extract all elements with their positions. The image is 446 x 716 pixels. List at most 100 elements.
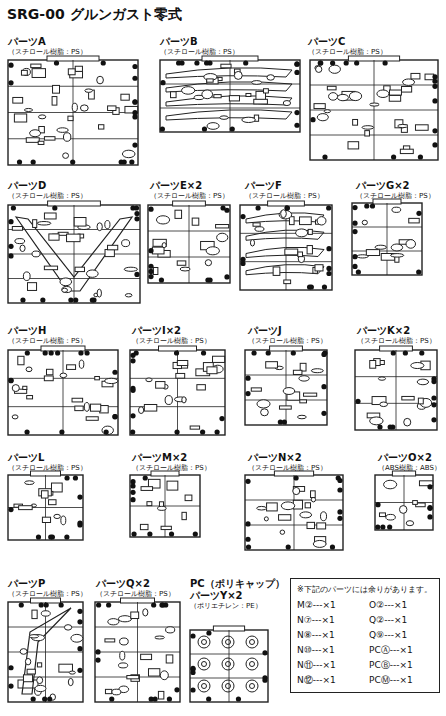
part-name: パーツP	[8, 578, 87, 590]
runner-frame	[375, 471, 433, 530]
note-box: ※下記のパーツには余りがあります。M②---×1N⑦---×1N⑧---×1N⑩…	[290, 578, 440, 693]
callout-dot	[59, 429, 64, 434]
callout-dot	[160, 602, 165, 607]
part-name: パーツG×2	[356, 180, 435, 192]
callout-dot	[106, 602, 111, 607]
callout-dot	[427, 506, 432, 511]
part-name: パーツM×2	[132, 452, 211, 464]
callout-dot	[337, 478, 342, 483]
callout-dot	[432, 142, 437, 147]
callout-dot	[355, 399, 360, 404]
callout-dot	[310, 117, 315, 122]
part-name: パーツF	[245, 180, 324, 192]
material-label: （ポリエチレン：PE）	[190, 602, 285, 611]
callout-dot	[31, 159, 36, 164]
runner-panel: パーツE×2（スチロール樹脂：PS）	[150, 180, 229, 201]
callout-dot	[352, 221, 357, 226]
callout-dot	[322, 154, 327, 159]
callout-dot	[8, 683, 13, 688]
callout-dot	[352, 229, 357, 234]
callout-dot	[59, 602, 64, 607]
callout-dot	[432, 128, 437, 133]
callout-dot	[224, 274, 229, 279]
callout-dot	[17, 159, 22, 164]
callout-dot	[326, 271, 331, 276]
runner-panel: パーツL（スチロール樹脂：PS）	[8, 452, 87, 473]
callout-dot	[130, 413, 135, 418]
part-name: パーツL	[8, 452, 87, 464]
callout-dot	[427, 505, 432, 510]
callout-dot	[427, 514, 432, 519]
callout-dot	[200, 429, 205, 434]
callout-dot	[77, 609, 82, 614]
callout-dot	[132, 64, 137, 69]
callout-dot	[383, 60, 388, 65]
callout-dot	[174, 687, 179, 692]
callout-dot	[95, 649, 100, 654]
runner-frame	[130, 346, 225, 435]
spare-item: N⑩---×1	[297, 644, 361, 657]
callout-dot	[240, 261, 245, 266]
callout-dot	[134, 205, 139, 210]
callout-dot	[193, 531, 198, 536]
callout-dot	[169, 531, 174, 536]
callout-dot	[131, 531, 136, 536]
callout-dot	[148, 269, 153, 274]
callout-dot	[380, 524, 385, 529]
material-label: （スチロール樹脂：PS）	[8, 192, 87, 201]
callout-dot	[84, 350, 89, 355]
runner-frame	[8, 201, 140, 303]
callout-dot	[337, 487, 342, 492]
runner-frame	[352, 199, 422, 275]
callout-dot	[64, 475, 69, 480]
spare-item: N⑫---×1	[297, 674, 361, 687]
callout-dot	[132, 99, 137, 104]
runner-frame	[148, 201, 230, 283]
callout-dot	[294, 61, 299, 66]
callout-dot	[40, 297, 45, 302]
callout-dot	[48, 534, 53, 539]
callout-dot	[246, 544, 251, 549]
callout-dot	[39, 602, 44, 607]
spare-item: N⑧---×1	[297, 629, 361, 642]
callout-dot	[419, 350, 424, 355]
callout-dot	[8, 665, 13, 670]
callout-dot	[266, 350, 271, 355]
part-name: パーツE×2	[150, 180, 229, 192]
callout-dot	[352, 254, 357, 259]
callout-dot	[364, 203, 369, 208]
callout-dot	[337, 516, 342, 521]
spare-item: Q②---×1	[369, 614, 433, 627]
callout-dot	[190, 633, 195, 638]
callout-dot	[205, 277, 210, 282]
callout-dot	[278, 419, 283, 424]
callout-dot	[427, 484, 432, 489]
callout-dot	[25, 350, 30, 355]
callout-dot	[130, 358, 135, 363]
callout-dot	[391, 350, 396, 355]
material-label: （スチロール樹脂：PS）	[150, 192, 229, 201]
runner-panel: パーツD（スチロール樹脂：PS）	[8, 180, 87, 201]
callout-dot	[202, 126, 207, 131]
runner-frame	[245, 471, 343, 550]
callout-dot	[174, 429, 179, 434]
callout-dot	[285, 205, 290, 210]
callout-dot	[112, 370, 117, 375]
callout-dot	[90, 297, 95, 302]
callout-dot	[174, 350, 179, 355]
material-label: （スチロール樹脂：PS）	[160, 48, 239, 57]
runner-frame	[95, 598, 180, 702]
callout-dot	[73, 297, 78, 302]
part-name: パーツO×2	[378, 452, 441, 464]
callout-dot	[77, 646, 82, 651]
callout-dot	[326, 246, 331, 251]
callout-dot	[432, 84, 437, 89]
callout-dot	[321, 411, 326, 416]
callout-dot	[418, 154, 423, 159]
callout-dot	[44, 602, 49, 607]
callout-dot	[377, 424, 382, 429]
callout-dot	[194, 60, 199, 65]
runner-frame	[8, 346, 118, 435]
material-label: （スチロール樹脂：PS）	[8, 590, 87, 599]
callout-dot	[291, 350, 296, 355]
